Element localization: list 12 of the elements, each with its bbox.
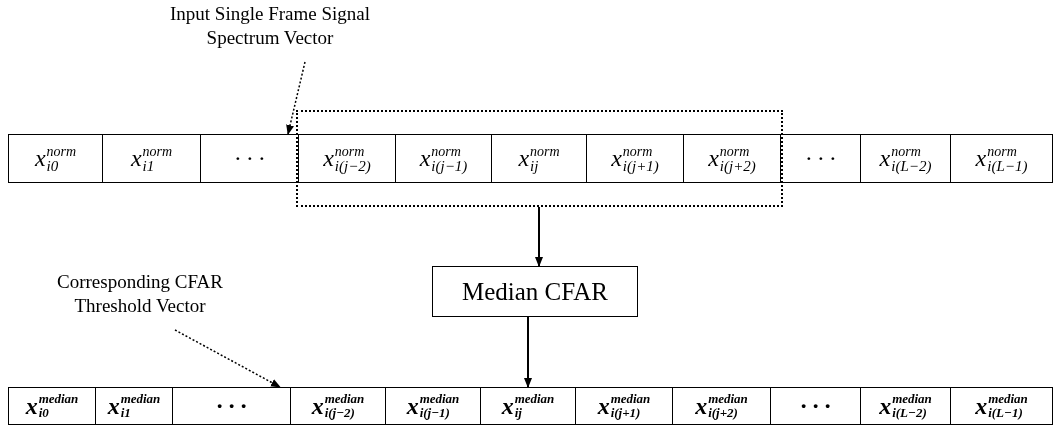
caption-text: Corresponding CFAR Threshold Vector (20, 270, 260, 322)
vector-element: · · · (172, 387, 291, 425)
arrow (535, 206, 543, 267)
leader-line (286, 61, 306, 135)
arrow (524, 316, 532, 388)
process-box: Median CFAR (432, 266, 638, 317)
leader-line (174, 329, 281, 388)
caption-text: Input Single Frame Signal Spectrum Vector (150, 2, 390, 54)
vector-element: · · · (770, 387, 861, 425)
window-box (296, 110, 783, 207)
vector-element: · · · (780, 134, 861, 183)
vector-element: · · · (200, 134, 299, 183)
